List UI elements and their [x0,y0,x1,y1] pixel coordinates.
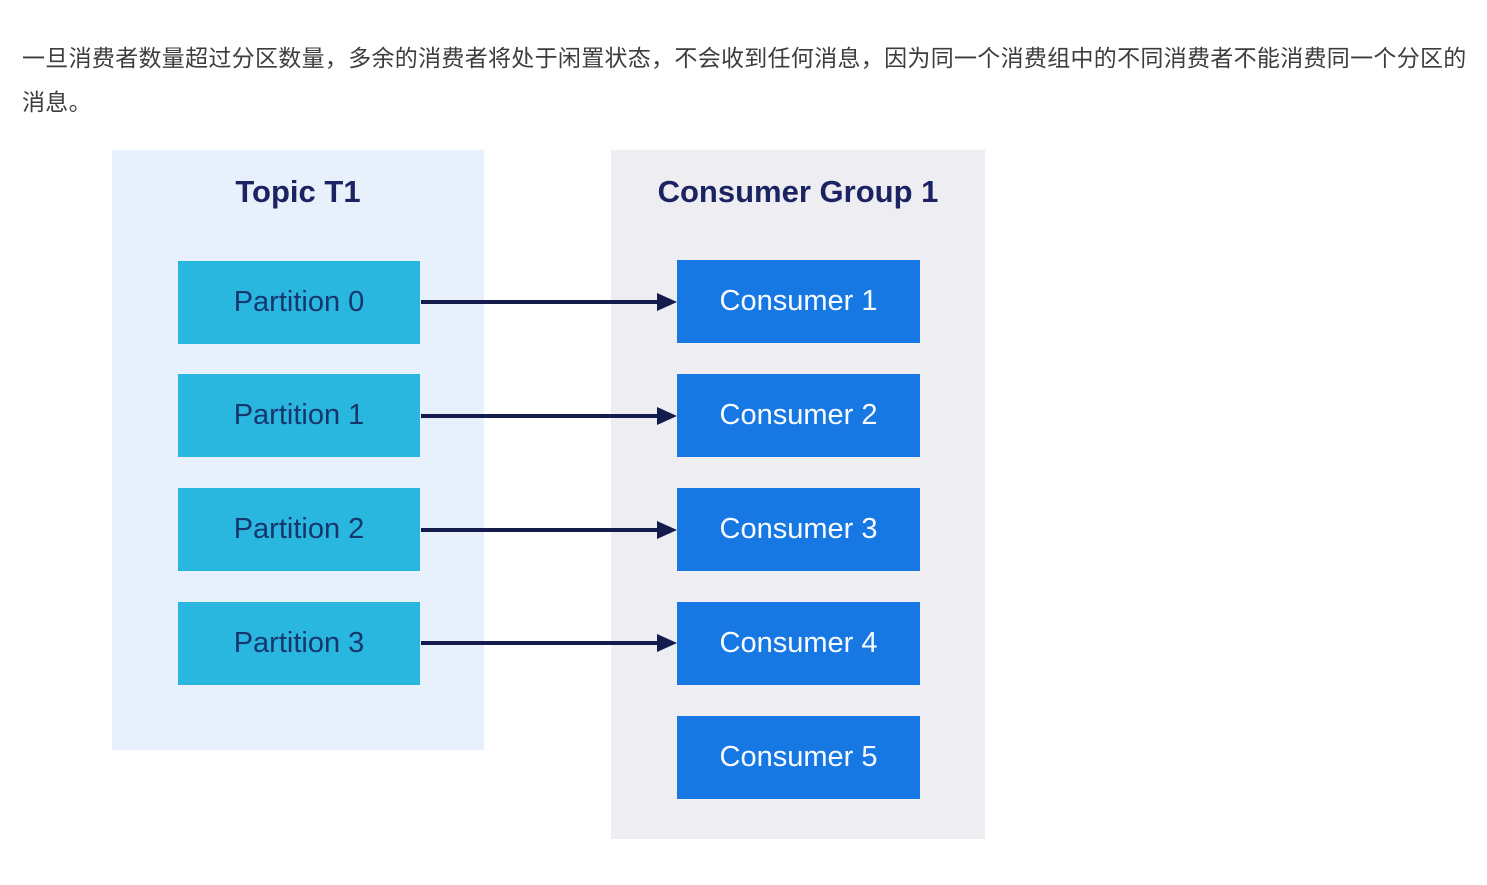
consumer-5-box: Consumer 5 [677,716,920,799]
topic-container: Topic T1 Partition 0 Partition 1 Partiti… [112,150,484,750]
consumer-1-box: Consumer 1 [677,260,920,343]
consumer-3-box: Consumer 3 [677,488,920,571]
topic-title: Topic T1 [235,174,361,209]
consumer-group-title: Consumer Group 1 [657,174,939,209]
partition-3-box: Partition 3 [178,602,420,685]
arrow-partition1-to-consumer2 [421,414,657,418]
partition-0-box: Partition 0 [178,261,420,344]
consumer-group-container: Consumer Group 1 Consumer 1 Consumer 2 C… [611,150,985,839]
consumer-2-box: Consumer 2 [677,374,920,457]
arrow-partition0-to-consumer1 [421,300,657,304]
partition-1-box: Partition 1 [178,374,420,457]
arrow-partition3-to-consumer4 [421,641,657,645]
intro-paragraph: 一旦消费者数量超过分区数量，多余的消费者将处于闲置状态，不会收到任何消息，因为同… [22,45,1467,115]
consumer-4-box: Consumer 4 [677,602,920,685]
partition-2-box: Partition 2 [178,488,420,571]
arrow-partition2-to-consumer3 [421,528,657,532]
